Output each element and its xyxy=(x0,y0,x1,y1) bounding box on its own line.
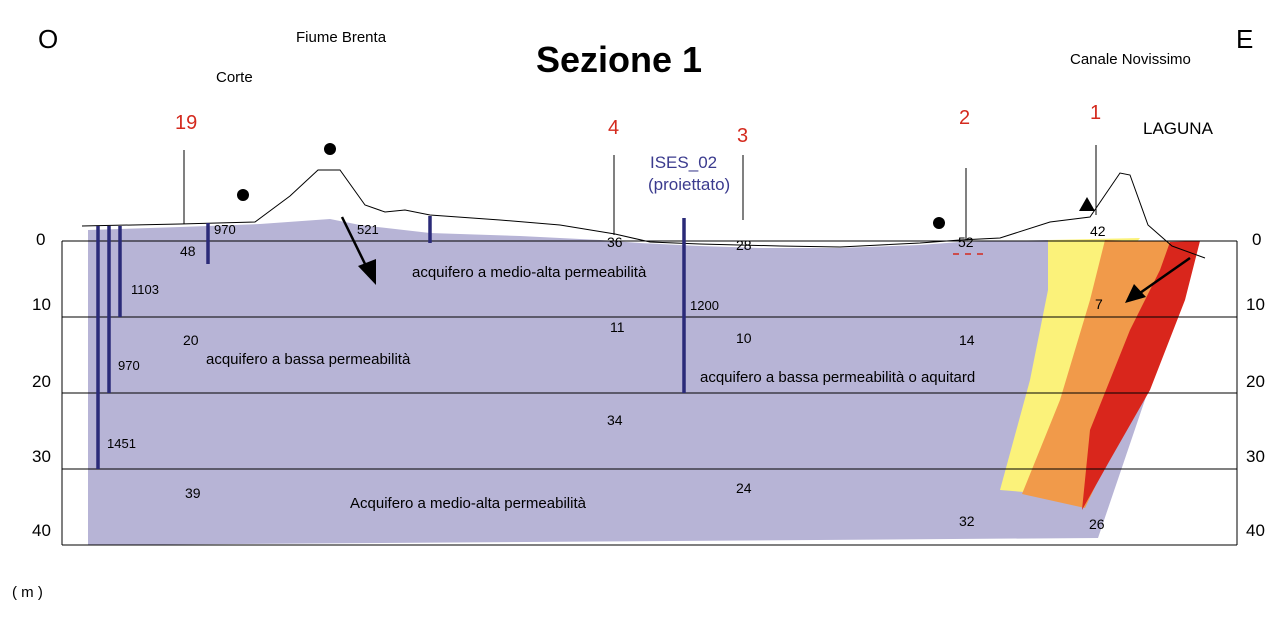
aquifer-aquitard-label: acquifero a bassa permeabilità o aquitar… xyxy=(700,369,975,386)
point-marker-dot xyxy=(933,217,945,229)
ises02-label: ISES_02 xyxy=(650,153,717,172)
value-26: 26 xyxy=(1089,516,1105,532)
depth-tick-left-10: 10 xyxy=(32,295,51,314)
orientation-east: E xyxy=(1236,24,1253,54)
wedge-yellow xyxy=(1000,238,1140,492)
value-24: 24 xyxy=(736,480,752,496)
value-34: 34 xyxy=(607,412,623,428)
place-canale-novissimo: Canale Novissimo xyxy=(1070,51,1191,68)
well-depth-970-b: 970 xyxy=(118,358,140,373)
section-point-19: 19 xyxy=(175,112,197,134)
section-point-4: 4 xyxy=(608,117,619,139)
well-depth-521: 521 xyxy=(357,222,379,237)
triangle-marker xyxy=(1079,197,1095,211)
point-leaders xyxy=(183,145,1097,240)
value-28: 28 xyxy=(736,237,752,253)
orientation-west: O xyxy=(38,24,58,54)
section-point-3: 3 xyxy=(737,125,748,147)
depth-tick-left-30: 30 xyxy=(32,447,51,466)
depth-tick-right-10: 10 xyxy=(1246,295,1265,314)
ground-surface xyxy=(81,169,1206,259)
well-depth-1451: 1451 xyxy=(107,436,136,451)
well-depth-1200: 1200 xyxy=(690,298,719,313)
point-marker-dot xyxy=(324,143,336,155)
aquifer-body xyxy=(88,219,1200,545)
wedge-orange xyxy=(1022,240,1178,508)
value-11: 11 xyxy=(610,319,625,335)
depth-tick-right-0: 0 xyxy=(1252,230,1261,249)
value-10: 10 xyxy=(736,330,752,346)
place-corte: Corte xyxy=(216,69,253,86)
flow-arrow-head xyxy=(1125,284,1146,303)
section-point-1: 1 xyxy=(1090,102,1101,124)
value-36: 36 xyxy=(607,234,623,250)
value-32: 32 xyxy=(959,513,975,529)
value-52: 52 xyxy=(958,234,974,250)
unit-label: ( m ) xyxy=(12,584,43,601)
flow-arrows xyxy=(340,216,1191,303)
aquifer-deep-label: Acquifero a medio-alta permeabilità xyxy=(350,495,587,512)
value-42: 42 xyxy=(1090,223,1106,239)
flow-arrow-shaft xyxy=(340,216,369,269)
place-fiume-brenta: Fiume Brenta xyxy=(296,29,387,46)
aquifer-upper-label: acquifero a medio-alta permeabilità xyxy=(412,264,647,281)
well-depth-1103: 1103 xyxy=(131,282,159,297)
section-point-2: 2 xyxy=(959,107,970,129)
value-48: 48 xyxy=(180,243,196,259)
diagram-title: Sezione 1 xyxy=(536,39,702,80)
value-14: 14 xyxy=(959,332,975,348)
aquifer-low-label: acquifero a bassa permeabilità xyxy=(206,351,411,368)
depth-tick-right-20: 20 xyxy=(1246,372,1265,391)
depth-tick-left-40: 40 xyxy=(32,521,51,540)
depth-tick-right-40: 40 xyxy=(1246,521,1265,540)
value-39: 39 xyxy=(185,485,201,501)
flow-arrow-head xyxy=(358,259,376,285)
depth-tick-left-0: 0 xyxy=(36,230,45,249)
wedge-red xyxy=(1082,241,1200,510)
well-depth-970: 970 xyxy=(214,222,236,237)
depth-tick-right-30: 30 xyxy=(1246,447,1265,466)
place-laguna: LAGUNA xyxy=(1143,119,1214,138)
ises02-note: (proiettato) xyxy=(648,175,730,194)
value-7: 7 xyxy=(1095,296,1103,312)
wells xyxy=(96,216,686,469)
value-20: 20 xyxy=(183,332,199,348)
point-marker-dot xyxy=(237,189,249,201)
depth-tick-left-20: 20 xyxy=(32,372,51,391)
flow-arrow-shaft xyxy=(1139,256,1191,295)
